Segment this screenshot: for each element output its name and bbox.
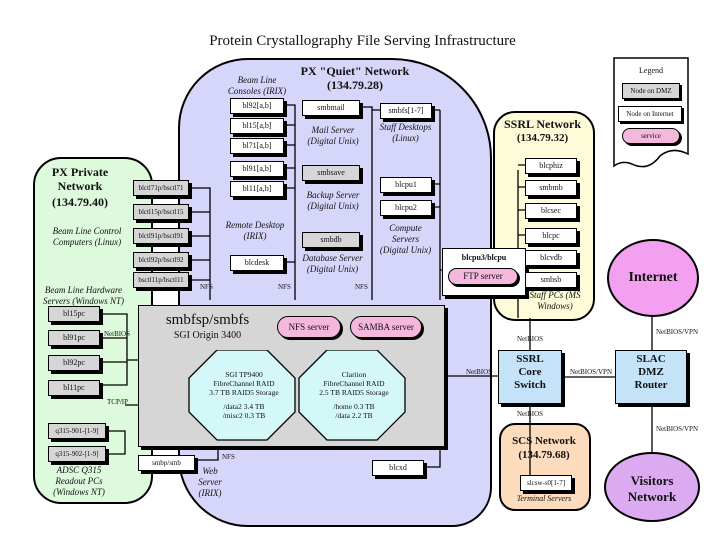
legend-title: Legend: [639, 66, 663, 75]
console-node[interactable]: bl15[a,b]: [230, 118, 284, 134]
backup-server-node[interactable]: smbsave: [302, 165, 360, 181]
private-network-subnet: (134.79.40): [52, 195, 108, 209]
compute-server-node[interactable]: blcpu2: [380, 200, 432, 216]
raid-line: Clariion: [341, 370, 367, 379]
vpn-link-label: NetBIOS/VPN: [570, 368, 613, 376]
nfs-link-label: NFS: [278, 283, 291, 291]
raid-line: 3.7 TB RAID5 Storage: [209, 388, 279, 397]
nfs-service[interactable]: NFS server: [277, 316, 341, 338]
control-computer-node[interactable]: blctl15p/bsctl15: [133, 204, 189, 220]
ssrl-node[interactable]: smbmb: [525, 180, 577, 196]
raid-line: 2.5 TB RAID5 Storage: [319, 388, 389, 397]
control-computer-node[interactable]: bsctl11p/bsctl11: [133, 272, 189, 288]
mail-server-node[interactable]: smbmail: [302, 100, 360, 116]
scs-network-name: SCS Network: [512, 435, 576, 447]
ssrl-network-subnet: (134.79.32): [516, 132, 569, 144]
legend-dmz: Node on DMZ: [622, 83, 680, 99]
raid-array-2: [298, 350, 406, 441]
hardware-server-node[interactable]: bl15pc: [48, 306, 100, 322]
slac-dmz-router: SLAC DMZ Router: [615, 350, 687, 404]
scs-network-region: [499, 423, 591, 511]
nfs-link-label: NFS: [222, 453, 235, 461]
raid-line: FibreChannel RAID: [213, 379, 275, 388]
staff-pcs-label: Staff PCs (MS Windows): [529, 290, 581, 311]
readout-pc-node[interactable]: q315-902-[1-9]: [48, 446, 106, 462]
tcpip-link-label: TCP/IP: [107, 398, 129, 406]
scs-network-subnet: (134.79.68): [518, 449, 570, 461]
bottom-node[interactable]: blcxd: [372, 460, 424, 476]
remote-desktop-label: Remote Desktop (IRIX): [225, 220, 285, 241]
console-node[interactable]: bl71[a,b]: [230, 138, 284, 154]
control-computers-label: Beam Line Control Computers (Linux): [52, 226, 122, 247]
web-server-label: Web Server (IRIX): [198, 466, 222, 498]
raid-line: FibreChannel RAID: [323, 379, 385, 388]
consoles-label: Beam Line Consoles (IRIX): [227, 75, 287, 96]
staff-desktop-node[interactable]: smbfs[1-7]: [380, 103, 432, 119]
mail-server-label: Mail Server (Digital Unix): [307, 125, 359, 146]
nfs-link-label: NFS: [355, 283, 368, 291]
raid-line: SGI TP9400: [225, 370, 263, 379]
private-network-name: PX Private Network: [51, 165, 109, 193]
control-computer-node[interactable]: blctl71p/bsctl71: [133, 180, 189, 196]
ssrl-node[interactable]: blcvdb: [525, 250, 577, 266]
hardware-server-node[interactable]: bl11pc: [48, 380, 100, 396]
readout-pc-node[interactable]: q315-901-[1-9]: [48, 423, 106, 439]
legend-service: service: [622, 128, 680, 144]
vpn-link-label: NetBIOS/VPN: [656, 425, 699, 433]
ftp-service[interactable]: FTP server: [448, 268, 518, 285]
ssrl-node[interactable]: blcsec: [525, 203, 577, 219]
quiet-network-subnet: (134.79.28): [327, 78, 383, 92]
netbios-link-label: NetBIOS: [517, 410, 544, 418]
visitors-network: Visitors Network: [604, 452, 700, 522]
remote-desktop-node[interactable]: blcdesk: [230, 255, 284, 271]
hardware-server-node[interactable]: bl92pc: [48, 355, 100, 371]
raid-line: /data 2.2 TB: [335, 411, 373, 420]
samba-service[interactable]: SAMBA server: [350, 316, 422, 338]
hardware-servers-label: Beam Line Hardware Servers (Windows NT): [43, 285, 124, 306]
ssrl-node[interactable]: blcphiz: [525, 158, 577, 174]
raid-octagons: [188, 350, 406, 441]
file-server-name: smbfsp/smbfs: [165, 312, 250, 328]
terminal-servers-label: Terminal Servers: [516, 494, 572, 503]
compute-server-node[interactable]: blcpu1: [380, 177, 432, 193]
staff-desktops-label: Staff Desktops (Linux): [379, 122, 432, 143]
ssrl-node[interactable]: blcpc: [525, 228, 577, 244]
nfs-link-label: NFS: [200, 283, 213, 291]
raid-line: /data2 3.4 TB: [223, 402, 265, 411]
console-node[interactable]: bl11[a,b]: [230, 181, 284, 197]
web-server-node[interactable]: smbp/smb: [138, 455, 195, 471]
netbios-link-label: NetBIOS: [466, 368, 493, 376]
raid-line: /misc2 0.3 TB: [222, 411, 266, 420]
console-node[interactable]: bl92[a,b]: [230, 98, 284, 114]
readout-pcs-label: ADSC Q315 Readout PCs (Windows NT): [53, 465, 105, 497]
vpn-link-label: NetBIOS/VPN: [656, 328, 699, 336]
raid-array-1: [188, 350, 296, 441]
diagram-title: Protein Crystallography File Serving Inf…: [209, 33, 516, 49]
control-computer-node[interactable]: blctl92p/bsctl92: [133, 252, 189, 268]
compute-servers-label: Compute Servers (Digital Unix): [379, 223, 432, 255]
quiet-network-name: PX "Quiet" Network: [300, 64, 410, 78]
file-server-model: SGI Origin 3400: [173, 330, 242, 341]
ftp-host-name: blcpu3/blcpu: [461, 253, 507, 262]
terminal-server-node[interactable]: slcsw-s0[1-7]: [520, 475, 572, 491]
console-node[interactable]: bl91[a,b]: [230, 161, 284, 177]
ssrl-core-switch: SSRL Core Switch: [498, 350, 562, 404]
legend-internet: Node on Internet: [618, 106, 682, 122]
netbios-link-label: NetBIOS: [517, 335, 544, 343]
raid-line: /home 0.3 TB: [333, 402, 375, 411]
internet-cloud: Internet: [607, 239, 699, 317]
backup-server-label: Backup Server (Digital Unix): [306, 190, 360, 211]
control-computer-node[interactable]: blctl91p/bsctl91: [133, 228, 189, 244]
ssrl-network-name: SSRL Network: [503, 117, 581, 131]
hardware-server-node[interactable]: bl91pc: [48, 330, 100, 346]
database-server-node[interactable]: smbdb: [302, 232, 360, 248]
netbios-link-label: NetBIOS: [104, 330, 131, 338]
database-server-label: Database Server (Digital Unix): [302, 253, 363, 274]
ssrl-node[interactable]: smbsb: [525, 272, 577, 288]
